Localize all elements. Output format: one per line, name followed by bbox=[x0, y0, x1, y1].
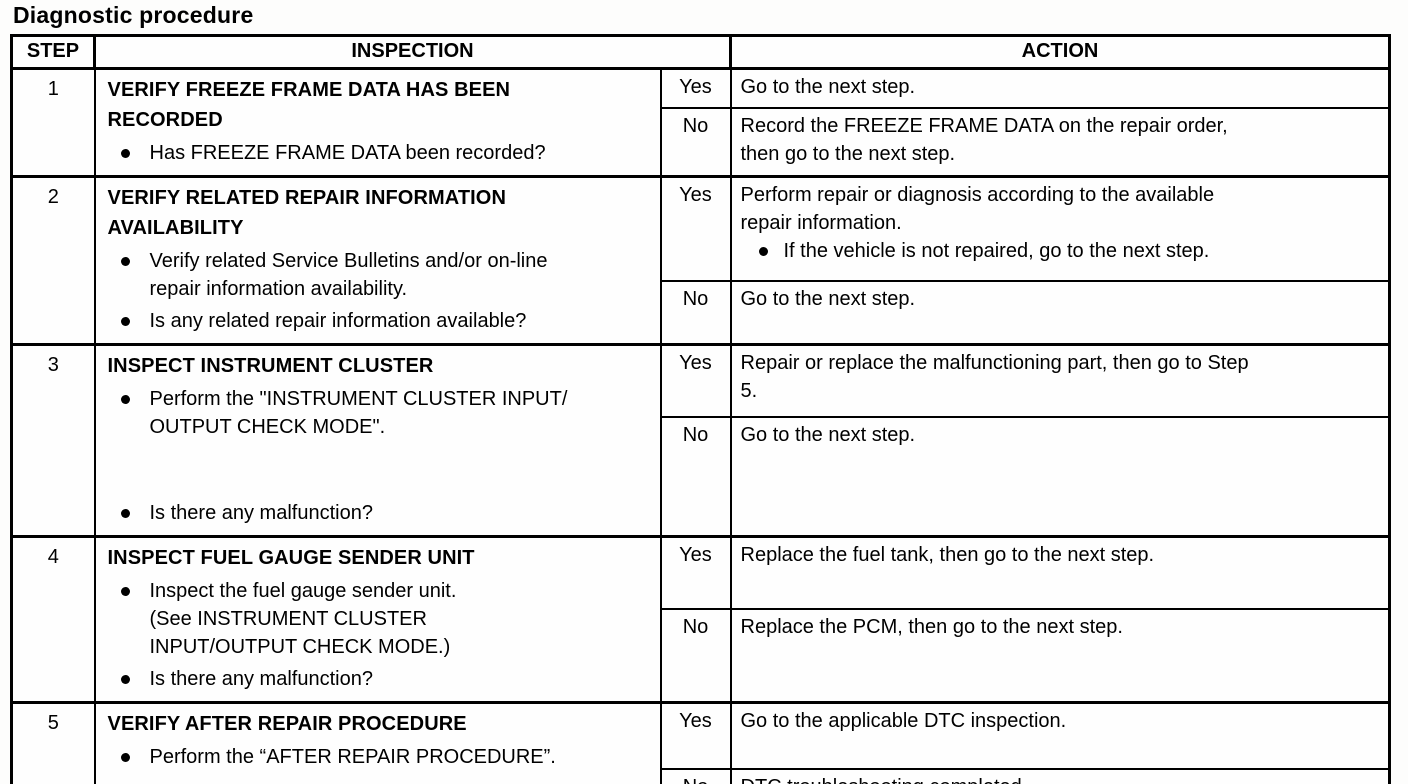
action-text: Replace the fuel tank, then go to the ne… bbox=[740, 544, 1155, 566]
bullet-icon bbox=[120, 509, 130, 518]
action-bullet: If the vehicle is not repaired, go to th… bbox=[741, 237, 1379, 265]
action-text: Perform repair or diagnosis according to… bbox=[740, 184, 1215, 234]
diagnostic-procedure-table: STEP INSPECTION ACTION 1 VERIFY FREEZE F… bbox=[10, 34, 1391, 784]
inspection-bullet: Is there any malfunction? bbox=[108, 499, 654, 527]
action-text: Go to the applicable DTC inspection. bbox=[740, 710, 1067, 732]
yes-label-cell: Yes bbox=[659, 343, 732, 419]
action-cell: Go to the applicable DTC inspection. bbox=[729, 700, 1391, 770]
inspection-cell: VERIFY FREEZE FRAME DATA HAS BEEN RECORD… bbox=[93, 67, 662, 178]
no-label-cell: No bbox=[659, 106, 732, 178]
inspection-bullet: Is any related repair information availa… bbox=[108, 307, 654, 335]
yes-label-cell: Yes bbox=[659, 700, 732, 770]
action-text: Go to the next step. bbox=[740, 76, 916, 98]
col-header-step: STEP bbox=[10, 34, 96, 70]
action-text: Go to the next step. bbox=[740, 424, 916, 447]
action-text: Record the FREEZE FRAME DATA on the repa… bbox=[740, 114, 1228, 165]
bullet-icon bbox=[758, 247, 768, 256]
inspection-bullet: Verify related Service Bulletins and/or … bbox=[108, 247, 654, 303]
action-cell: Perform repair or diagnosis according to… bbox=[729, 174, 1391, 282]
inspection-heading: INSPECT INSTRUMENT CLUSTER bbox=[107, 355, 434, 377]
step-number: 1 bbox=[10, 67, 96, 178]
bullet-icon bbox=[120, 587, 130, 596]
step-number: 5 bbox=[10, 701, 96, 784]
no-label-cell: No bbox=[659, 767, 732, 784]
action-cell: Go to the next step. bbox=[729, 416, 1391, 538]
inspection-heading: INSPECT FUEL GAUGE SENDER UNIT bbox=[107, 547, 475, 569]
action-cell: Replace the fuel tank, then go to the ne… bbox=[729, 534, 1391, 610]
bullet-icon bbox=[120, 317, 130, 326]
inspection-bullet: Perform the "INSTRUMENT CLUSTER INPUT/ O… bbox=[108, 385, 654, 441]
page-title: Diagnostic procedure bbox=[13, 2, 254, 28]
col-header-inspection: INSPECTION bbox=[93, 34, 732, 70]
step-number: 3 bbox=[10, 343, 96, 538]
bullet-icon bbox=[120, 257, 130, 266]
bullet-icon bbox=[120, 675, 130, 684]
action-cell: Replace the PCM, then go to the next ste… bbox=[729, 607, 1391, 704]
col-header-action: ACTION bbox=[729, 34, 1391, 70]
inspection-cell: VERIFY RELATED REPAIR INFORMATION AVAILA… bbox=[93, 175, 662, 346]
yes-label-cell: Yes bbox=[659, 174, 732, 282]
inspection-cell: VERIFY AFTER REPAIR PROCEDURE Perform th… bbox=[93, 701, 662, 784]
no-label-cell: No bbox=[659, 607, 732, 704]
inspection-bullet: Perform the “AFTER REPAIR PROCEDURE”. bbox=[108, 743, 654, 771]
no-label-cell: No bbox=[659, 416, 732, 538]
action-text: Repair or replace the malfunctioning par… bbox=[740, 352, 1249, 402]
step-number: 4 bbox=[10, 535, 96, 704]
inspection-heading: VERIFY AFTER REPAIR PROCEDURE bbox=[107, 713, 467, 735]
yes-label-cell: Yes bbox=[659, 66, 732, 109]
action-cell: Go to the next step. bbox=[729, 66, 1391, 109]
bullet-icon bbox=[120, 395, 130, 404]
action-text: DTC troubleshooting completed. bbox=[741, 773, 1379, 784]
inspection-cell: INSPECT INSTRUMENT CLUSTER Perform the "… bbox=[93, 343, 662, 538]
bullet-icon bbox=[120, 149, 130, 158]
bullet-icon bbox=[120, 753, 130, 762]
step-number: 2 bbox=[10, 175, 96, 346]
action-cell: Record the FREEZE FRAME DATA on the repa… bbox=[729, 106, 1391, 178]
inspection-bullet: Is there any malfunction? bbox=[108, 665, 654, 693]
no-label-cell: No bbox=[659, 279, 732, 346]
yes-label-cell: Yes bbox=[659, 534, 732, 610]
action-cell: Repair or replace the malfunctioning par… bbox=[729, 343, 1391, 419]
inspection-heading: VERIFY FREEZE FRAME DATA HAS BEEN RECORD… bbox=[107, 79, 511, 131]
inspection-cell: INSPECT FUEL GAUGE SENDER UNIT Inspect t… bbox=[93, 535, 662, 704]
action-cell: DTC troubleshooting completed. bbox=[729, 767, 1391, 784]
action-text: Go to the next step. bbox=[740, 287, 916, 310]
action-text: Replace the PCM, then go to the next ste… bbox=[740, 615, 1123, 638]
inspection-heading: VERIFY RELATED REPAIR INFORMATION AVAILA… bbox=[107, 187, 506, 239]
action-cell: Go to the next step. bbox=[729, 279, 1391, 346]
inspection-bullet: Inspect the fuel gauge sender unit. (See… bbox=[108, 577, 654, 661]
inspection-bullet: Has FREEZE FRAME DATA been recorded? bbox=[108, 139, 654, 167]
